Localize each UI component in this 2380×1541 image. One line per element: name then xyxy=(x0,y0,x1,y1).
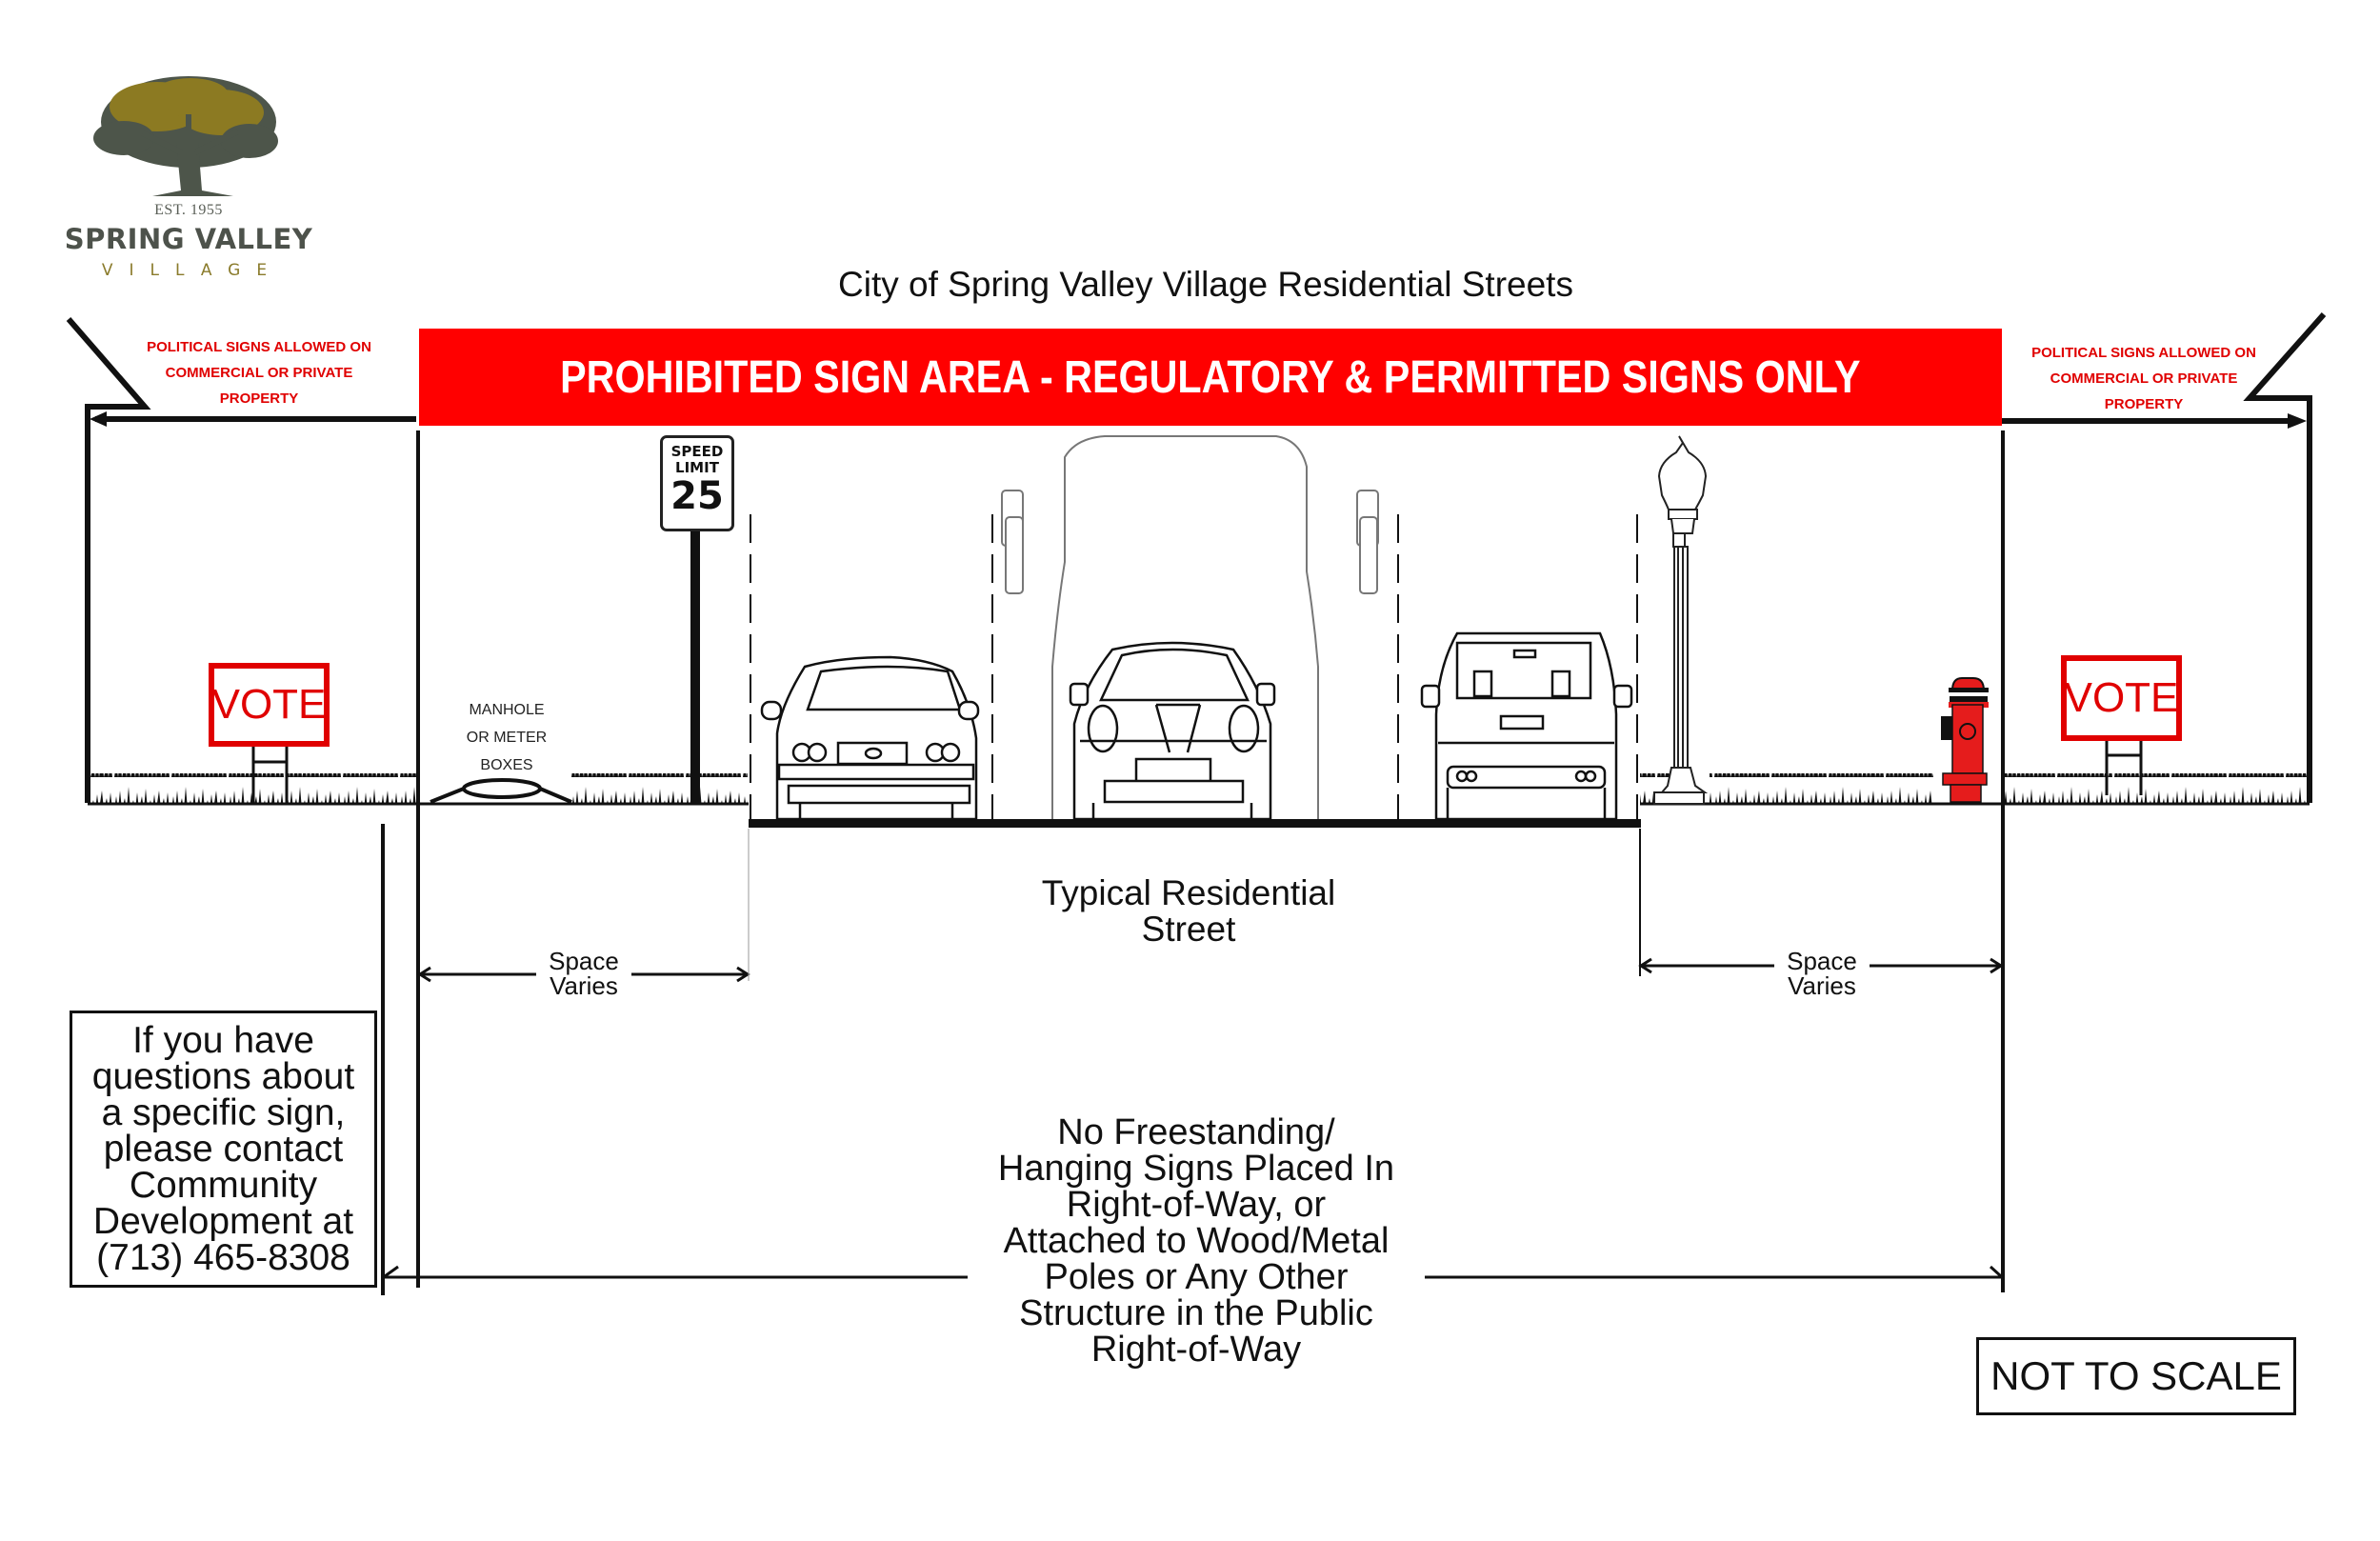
political-right-line: COMMERCIAL OR PRIVATE xyxy=(2050,370,2238,387)
banner-text: PROHIBITED SIGN AREA - REGULATORY & PERM… xyxy=(560,351,1861,403)
street-label-line1: Typical Residential xyxy=(1041,873,1336,912)
left-arrowhead-icon xyxy=(90,411,107,427)
street-lamp-icon xyxy=(1653,435,1709,805)
logo-established: EST. 1955 xyxy=(154,202,223,218)
manhole-label-line: BOXES xyxy=(480,757,533,773)
political-left-line: PROPERTY xyxy=(219,390,299,407)
fire-hydrant-icon xyxy=(1941,677,1989,803)
row-note-line: Structure in the Public xyxy=(1019,1293,1373,1333)
street-label: Typical Residential Street xyxy=(989,875,1389,948)
speed-limit-sign: SPEED LIMIT 25 xyxy=(660,435,734,531)
space-varies-left: Space Varies xyxy=(536,949,631,998)
logo-name: SPRING VALLEY xyxy=(64,223,313,255)
row-note-line: No Freestanding/ xyxy=(1057,1112,1335,1152)
space-label-line2: Varies xyxy=(550,971,618,1000)
sedan-front-icon xyxy=(760,655,980,821)
speed-sign-line1: SPEED xyxy=(670,443,724,460)
manhole-icon xyxy=(430,778,572,804)
grass-strip xyxy=(88,773,2310,806)
vote-sign-right: VOTE xyxy=(2061,655,2182,741)
vote-sign-left-stand xyxy=(251,746,289,803)
suv-rear-icon xyxy=(1420,631,1633,821)
info-line: Community xyxy=(129,1164,318,1206)
road-surface xyxy=(749,819,1641,828)
speed-sign-number: 25 xyxy=(670,474,724,518)
row-note-line: Attached to Wood/Metal xyxy=(1003,1221,1390,1261)
contact-info-box: If you have questions about a specific s… xyxy=(70,1011,377,1288)
page-title: City of Spring Valley Village Residentia… xyxy=(838,265,1573,304)
speed-sign-pole xyxy=(690,529,700,805)
space-label-line2: Varies xyxy=(1788,971,1856,1000)
row-note-line: Poles or Any Other xyxy=(1044,1257,1349,1297)
political-right-line: PROPERTY xyxy=(2104,396,2184,412)
political-signs-note-left: POLITICAL SIGNS ALLOWED ON COMMERCIAL OR… xyxy=(135,334,383,411)
logo-subname: VILLAGE xyxy=(101,261,284,280)
row-note-line: Right-of-Way, or xyxy=(1066,1185,1327,1225)
right-arrowhead-icon xyxy=(2288,413,2307,429)
row-note-line: Hanging Signs Placed In xyxy=(997,1149,1395,1189)
info-line: a specific sign, xyxy=(101,1091,346,1133)
street-label-line2: Street xyxy=(1141,910,1236,949)
coupe-front-icon xyxy=(1069,641,1276,821)
manhole-label-line: OR METER xyxy=(466,730,548,746)
info-line: If you have xyxy=(132,1019,314,1061)
info-line: Development at xyxy=(92,1200,354,1242)
manhole-label: MANHOLE OR METER BOXES xyxy=(440,696,573,779)
vote-sign-right-stand xyxy=(2105,740,2143,795)
space-varies-right: Space Varies xyxy=(1774,949,1870,998)
political-right-line: POLITICAL SIGNS ALLOWED ON xyxy=(2031,345,2256,361)
info-phone: (713) 465-8308 xyxy=(96,1236,350,1278)
oak-tree-logo-icon xyxy=(93,76,278,196)
row-note-line: Right-of-Way xyxy=(1090,1330,1302,1370)
vote-sign-left: VOTE xyxy=(209,663,330,747)
speed-sign-line2: LIMIT xyxy=(675,459,719,476)
prohibited-sign-banner: PROHIBITED SIGN AREA - REGULATORY & PERM… xyxy=(419,329,2002,426)
not-to-scale-label: NOT TO SCALE xyxy=(1976,1337,2296,1415)
political-signs-note-right: POLITICAL SIGNS ALLOWED ON COMMERCIAL OR… xyxy=(2020,340,2268,417)
info-line: questions about xyxy=(91,1055,355,1097)
info-line: please contact xyxy=(103,1128,344,1170)
political-left-line: COMMERCIAL OR PRIVATE xyxy=(165,365,353,381)
row-restriction-note: No Freestanding/ Hanging Signs Placed In… xyxy=(968,1114,1425,1368)
space-label-line1: Space xyxy=(1787,947,1857,975)
lane-lines xyxy=(750,514,1638,819)
left-property-boundary xyxy=(66,317,416,803)
space-label-line1: Space xyxy=(549,947,619,975)
right-property-boundary xyxy=(2002,312,2327,803)
manhole-label-line: MANHOLE xyxy=(469,702,545,718)
political-left-line: POLITICAL SIGNS ALLOWED ON xyxy=(147,339,371,355)
